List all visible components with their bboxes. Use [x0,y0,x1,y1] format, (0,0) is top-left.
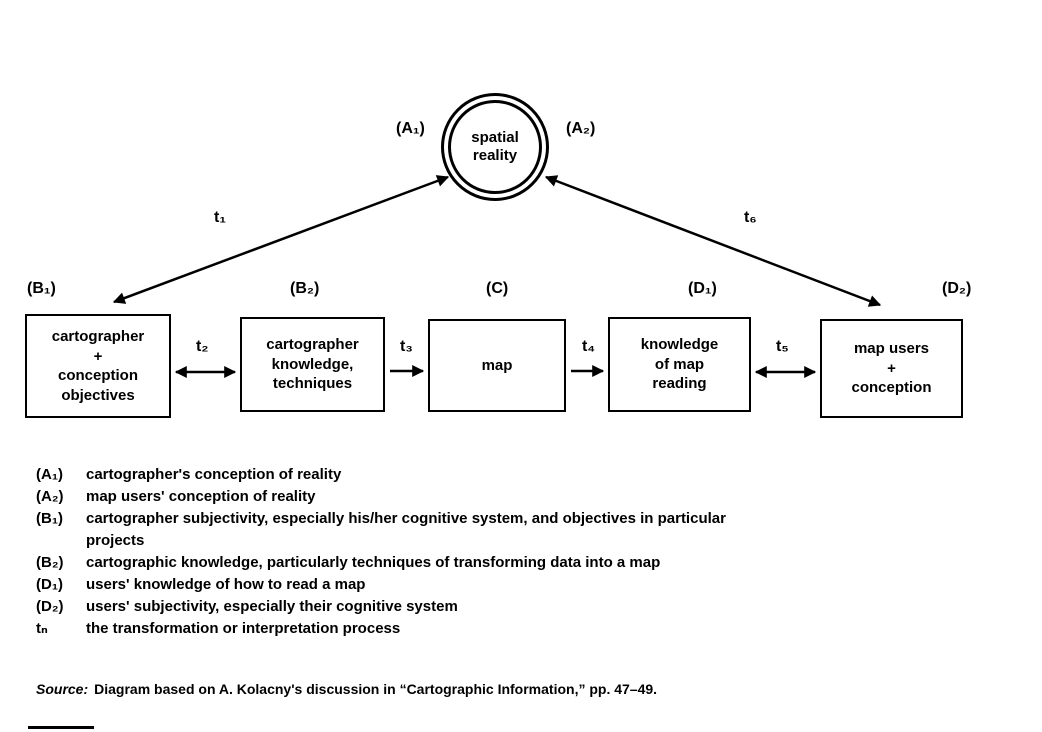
box-key-d2: (D₂) [942,280,972,297]
legend-item-d2: (D₂) users' subjectivity, especially the… [36,596,996,618]
label-t3: t₃ [400,338,413,355]
label-t1: t₁ [214,209,226,226]
arrow-t1 [112,175,450,304]
legend-item-b1: (B₁) cartographer subjectivity, especial… [36,508,996,552]
legend-text: cartographer's conception of reality [86,466,342,483]
label-t4: t₄ [582,338,595,355]
scan-artifact-line [28,726,94,729]
legend-text: map users' conception of reality [86,488,316,505]
legend-key: (D₂) [36,598,64,615]
source-label: Source: [36,681,89,697]
legend-key: (B₂) [36,554,64,571]
legend-text: cartographer subjectivity, especially hi… [86,510,726,549]
source-note: Source: Diagram based on A. Kolacny's dis… [36,680,657,698]
legend-text: the transformation or interpretation pro… [86,620,401,637]
box-key-b2: (B₂) [290,280,320,297]
legend-item-a1: (A₁) cartographer's conception of realit… [36,464,996,486]
source-text: Diagram based on A. Kolacny's discussion… [94,681,658,697]
box-key-d1: (D₁) [688,280,717,297]
legend: (A₁) cartographer's conception of realit… [36,464,996,640]
legend-key: (B₁) [36,510,64,527]
spatial-reality-node: spatial reality [441,93,549,201]
legend-key: (A₂) [36,488,64,505]
legend-text: cartographic knowledge, particularly tec… [86,554,661,571]
box-d1-map-reading-knowledge: knowledge of map reading [608,317,751,412]
legend-key: tₙ [36,620,48,637]
label-t2: t₂ [196,338,209,355]
legend-item-b2: (B₂) cartographic knowledge, particularl… [36,552,996,574]
box-d2-map-users-conception: map users + conception [820,319,963,418]
legend-text: users' knowledge of how to read a map [86,576,366,593]
legend-key: (D₁) [36,576,64,593]
legend-key: (A₁) [36,466,64,483]
spatial-reality-inner-ring: spatial reality [448,100,542,194]
legend-item-d1: (D₁) users' knowledge of how to read a m… [36,574,996,596]
box-b1-cartographer-conception: cartographer + conception objectives [25,314,171,418]
label-t5: t₅ [776,338,789,355]
box-c-map: map [428,319,566,412]
legend-item-a2: (A₂) map users' conception of reality [36,486,996,508]
legend-text: users' subjectivity, especially their co… [86,598,458,615]
spatial-reality-label: spatial reality [471,129,519,164]
box-key-c: (C) [486,280,509,297]
label-t6: t₆ [744,209,757,226]
box-b2-cartographer-knowledge: cartographer knowledge, techniques [240,317,385,412]
label-a2: (A₂) [566,120,596,137]
box-key-b1: (B₁) [27,280,56,297]
legend-item-tn: tₙ the transformation or interpretation … [36,618,996,640]
label-a1: (A₁) [396,120,425,137]
